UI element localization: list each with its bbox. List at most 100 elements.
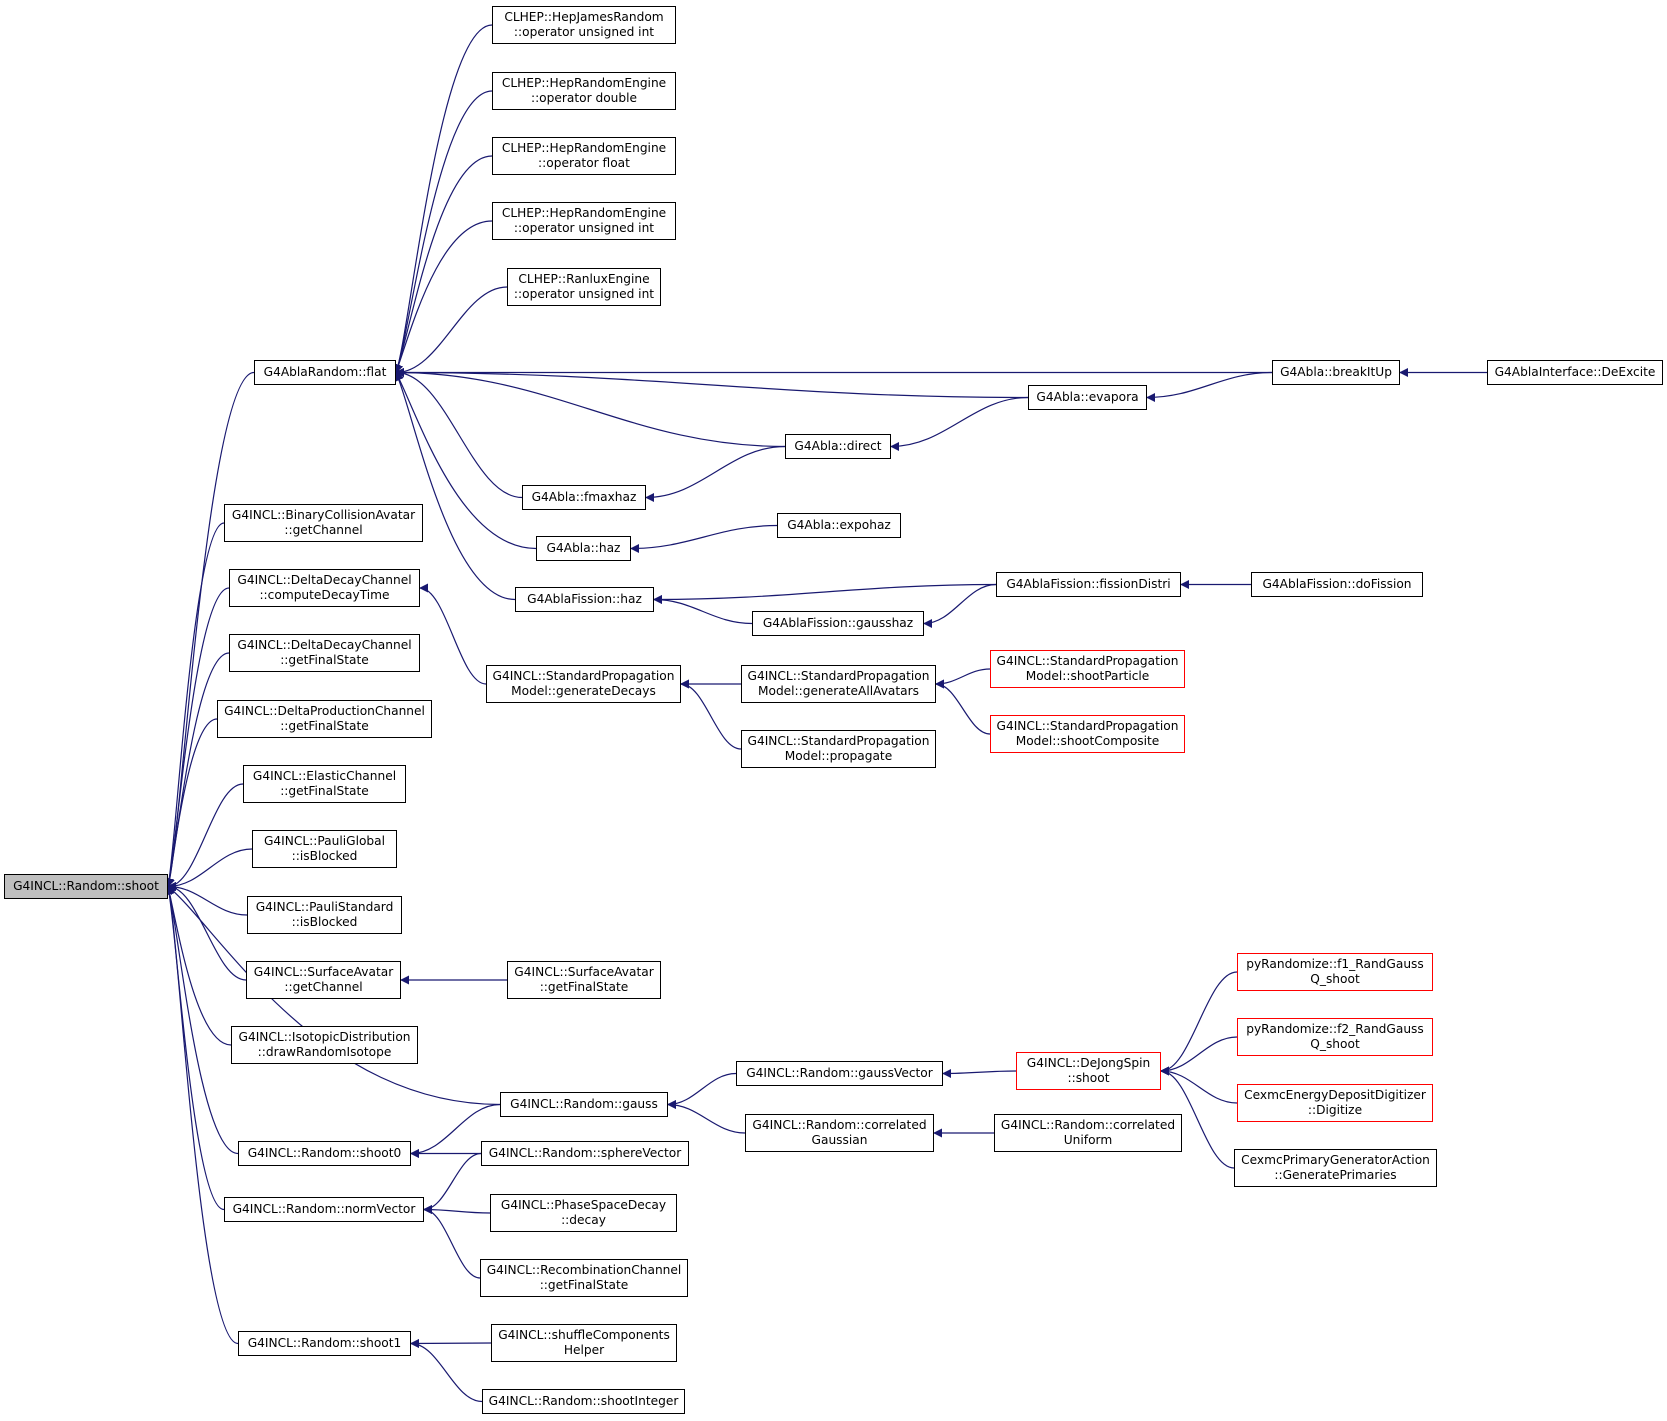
edge-bca-to-root <box>165 522 225 888</box>
node-shoot0[interactable]: G4INCL::Random::shoot0 <box>238 1141 411 1166</box>
node-normvec[interactable]: G4INCL::Random::normVector <box>224 1197 424 1222</box>
node-label-line: pyRandomize::f2_RandGauss <box>1246 1022 1424 1036</box>
node-isotopic[interactable]: G4INCL::IsotopicDistribution::drawRandom… <box>231 1026 418 1064</box>
edge-psd-to-normvec <box>423 1205 491 1215</box>
node-bca[interactable]: G4INCL::BinaryCollisionAvatar::getChanne… <box>224 504 423 542</box>
node-haz[interactable]: G4Abla::haz <box>536 536 631 561</box>
edge-sphere-to-normvec <box>423 1152 482 1214</box>
edge-expohaz-to-haz <box>630 524 778 553</box>
node-label-line: CLHEP::HepRandomEngine <box>501 76 667 90</box>
node-label-line: Model::generateAllAvatars <box>757 684 920 698</box>
edge-evapora-to-direct <box>890 396 1029 451</box>
node-fmaxhaz[interactable]: G4Abla::fmaxhaz <box>522 485 646 510</box>
edge-dejong-to-gaussvec <box>942 1068 1017 1078</box>
node-recomb[interactable]: G4INCL::RecombinationChannel::getFinalSt… <box>480 1259 688 1297</box>
edge-hre-u-to-flat <box>394 220 493 374</box>
node-pauliglobal[interactable]: G4INCL::PauliGlobal::isBlocked <box>252 830 397 868</box>
node-elastic[interactable]: G4INCL::ElasticChannel::getFinalState <box>243 765 406 803</box>
node-label-line: ::getChannel <box>284 980 363 994</box>
node-cexdig[interactable]: CexmcEnergyDepositDigitizer::Digitize <box>1237 1084 1433 1122</box>
node-label-line: G4INCL::Random::gaussVector <box>746 1066 933 1080</box>
edge-gauss-to-root <box>167 885 501 1106</box>
node-gaussvec[interactable]: G4INCL::Random::gaussVector <box>736 1061 943 1086</box>
node-label-line: ::getChannel <box>284 523 363 537</box>
node-paulistd[interactable]: G4INCL::PauliStandard::isBlocked <box>247 896 402 934</box>
node-label-line: G4INCL::ElasticChannel <box>252 769 397 783</box>
edge-haz-to-flat <box>395 371 537 550</box>
node-label-line: ::getFinalState <box>539 1278 629 1292</box>
edge-breakitup-to-evapora <box>1146 371 1273 402</box>
node-sphere[interactable]: G4INCL::Random::sphereVector <box>481 1141 689 1166</box>
node-hjr[interactable]: CLHEP::HepJamesRandom::operator unsigned… <box>492 6 676 44</box>
node-hre-u[interactable]: CLHEP::HepRandomEngine::operator unsigne… <box>492 202 676 240</box>
node-label-line: ::getFinalState <box>280 653 369 667</box>
node-flat[interactable]: G4AblaRandom::flat <box>254 360 396 385</box>
edge-shoot0-to-root <box>165 885 239 1155</box>
edge-spm-sc-to-spm-gaa <box>935 679 991 735</box>
node-label-line: ::operator unsigned int <box>513 287 655 301</box>
node-deexcite[interactable]: G4AblaInterface::DeExcite <box>1487 360 1663 385</box>
edge-pauliglobal-to-root <box>167 848 253 891</box>
node-psd[interactable]: G4INCL::PhaseSpaceDecay::decay <box>490 1194 677 1232</box>
edge-spm-prop-to-spm-gd <box>680 679 742 750</box>
node-label-line: G4INCL::DeltaDecayChannel <box>237 638 412 652</box>
node-dofission[interactable]: G4AblaFission::doFission <box>1251 572 1423 597</box>
node-label-line: G4INCL::Random::shoot0 <box>247 1146 402 1160</box>
node-ddc-gfs[interactable]: G4INCL::DeltaDecayChannel::getFinalState <box>229 634 420 672</box>
node-ddc-cdt[interactable]: G4INCL::DeltaDecayChannel::computeDecayT… <box>229 569 420 607</box>
node-gauss[interactable]: G4INCL::Random::gauss <box>500 1092 668 1117</box>
edge-py1-to-dejong <box>1160 971 1238 1076</box>
node-label-line: ::operator float <box>538 156 630 170</box>
node-label-line: G4INCL::BinaryCollisionAvatar <box>231 508 416 522</box>
node-label-line: CLHEP::HepJamesRandom <box>504 10 664 24</box>
node-label-line: Model::shootParticle <box>1025 669 1150 683</box>
edge-evapora-to-flat <box>395 368 1029 399</box>
node-label-line: Q_shoot <box>1310 1037 1360 1051</box>
node-label-line: ::operator unsigned int <box>513 221 655 235</box>
node-surf-gc[interactable]: G4INCL::SurfaceAvatar::getChannel <box>246 961 401 999</box>
node-label-line: G4INCL::StandardPropagation <box>747 734 930 748</box>
edge-dpc-to-root <box>165 718 218 888</box>
node-label-line: G4INCL::Random::shoot1 <box>247 1336 402 1350</box>
node-dpc[interactable]: G4INCL::DeltaProductionChannel::getFinal… <box>217 700 432 738</box>
node-label-line: pyRandomize::f1_RandGauss <box>1246 957 1424 971</box>
node-hre-f[interactable]: CLHEP::HepRandomEngine::operator float <box>492 137 676 175</box>
node-label-line: G4AblaFission::doFission <box>1262 577 1412 591</box>
node-shootint[interactable]: G4INCL::Random::shootInteger <box>482 1389 685 1414</box>
node-label-line: G4INCL::StandardPropagation <box>492 669 675 683</box>
edge-ranlux-to-flat <box>395 286 508 377</box>
node-surf-gfs[interactable]: G4INCL::SurfaceAvatar::getFinalState <box>507 961 661 999</box>
node-breakitup[interactable]: G4Abla::breakItUp <box>1272 360 1400 385</box>
node-ranlux[interactable]: CLHEP::RanluxEngine::operator unsigned i… <box>507 268 661 306</box>
node-hre-d[interactable]: CLHEP::HepRandomEngine::operator double <box>492 72 676 110</box>
node-cexprim[interactable]: CexmcPrimaryGeneratorAction::GeneratePri… <box>1234 1149 1437 1187</box>
edge-py2-to-dejong <box>1160 1036 1238 1076</box>
node-label-line: ::Digitize <box>1307 1103 1363 1117</box>
node-label-line: ::GeneratePrimaries <box>1274 1168 1397 1182</box>
node-fisdistri[interactable]: G4AblaFission::fissionDistri <box>996 572 1181 597</box>
edge-shootint-to-shoot1 <box>410 1339 483 1403</box>
node-label-line: ::operator double <box>530 91 638 105</box>
node-direct[interactable]: G4Abla::direct <box>785 434 891 459</box>
node-evapora[interactable]: G4Abla::evapora <box>1028 385 1147 410</box>
node-label-line: ::getFinalState <box>280 719 369 733</box>
node-label-line: G4INCL::SurfaceAvatar <box>253 965 394 979</box>
node-gausshaz[interactable]: G4AblaFission::gausshaz <box>752 611 924 636</box>
node-dejong[interactable]: G4INCL::DeJongSpin::shoot <box>1016 1052 1161 1090</box>
node-expohaz[interactable]: G4Abla::expohaz <box>777 513 901 538</box>
node-label-line: Uniform <box>1063 1133 1113 1147</box>
node-shoot1[interactable]: G4INCL::Random::shoot1 <box>238 1331 411 1356</box>
edge-surf-gc-to-root <box>167 882 247 981</box>
node-fishaz[interactable]: G4AblaFission::haz <box>515 587 654 612</box>
